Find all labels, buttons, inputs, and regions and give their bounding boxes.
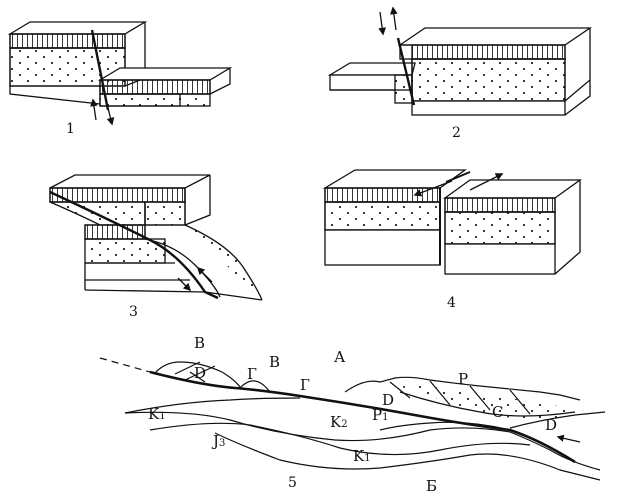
label-G-2: Г — [300, 376, 310, 394]
label-D-mid: D — [382, 391, 395, 409]
label-P1: P1 — [372, 406, 389, 424]
section5-nappe-top — [344, 376, 581, 401]
label-D-left: D — [194, 364, 207, 382]
block3-arrow-up — [196, 266, 213, 283]
label-P-top: P — [458, 370, 469, 388]
block-diagram-4 — [322, 169, 583, 275]
label-J3: J3 — [213, 432, 226, 450]
block1-lower-top — [97, 67, 233, 81]
block4-top-left — [322, 169, 468, 189]
section5-arrow — [556, 434, 581, 443]
block-diagram-3 — [49, 174, 263, 301]
label-K2: K2 — [330, 413, 348, 431]
label-K1-bottom: K1 — [353, 447, 371, 465]
nappe-cross-section — [99, 357, 606, 481]
block4-arrow-left — [413, 180, 453, 197]
block-diagram-2 — [327, 6, 593, 116]
panel-number-4: 4 — [447, 295, 456, 311]
panel-number-1: 1 — [66, 121, 75, 137]
panel-number-3: 3 — [129, 304, 138, 320]
block-diagram-1 — [7, 21, 233, 126]
section5-eroded-line — [99, 357, 151, 373]
block2-arrow-down — [378, 11, 387, 36]
panel-number-2: 2 — [452, 125, 461, 141]
block4-top-right — [442, 179, 583, 199]
label-K1-left: K1 — [148, 405, 166, 423]
label-B-left: В — [194, 334, 206, 352]
block3-top-surface — [49, 174, 211, 189]
section5-thrust-plane — [149, 370, 576, 464]
block1-fault-plane — [90, 29, 110, 111]
label-B-mid: В — [269, 353, 281, 371]
section5-klippe — [154, 361, 241, 388]
block1-hatch-layer — [9, 33, 126, 49]
section5-layer-K1-top — [124, 397, 301, 414]
block1-arrow-down — [105, 99, 115, 126]
label-B-bottom: Б — [426, 477, 438, 495]
block4-arrow-right — [469, 173, 504, 191]
block2-top-surface — [397, 27, 593, 46]
block1-arrow-up — [90, 98, 98, 121]
block1-top-surface — [7, 21, 148, 35]
panel-number-5: 5 — [288, 475, 297, 491]
block2-fault-plane — [396, 37, 416, 106]
label-C: C — [492, 403, 504, 421]
label-G-1: Г — [247, 365, 257, 383]
label-A: А — [334, 348, 346, 366]
block2-arrow-up — [389, 6, 398, 31]
label-D-right: D — [545, 416, 558, 434]
block3-arrow-down — [177, 277, 192, 292]
block3-thrust-plane — [49, 190, 219, 300]
